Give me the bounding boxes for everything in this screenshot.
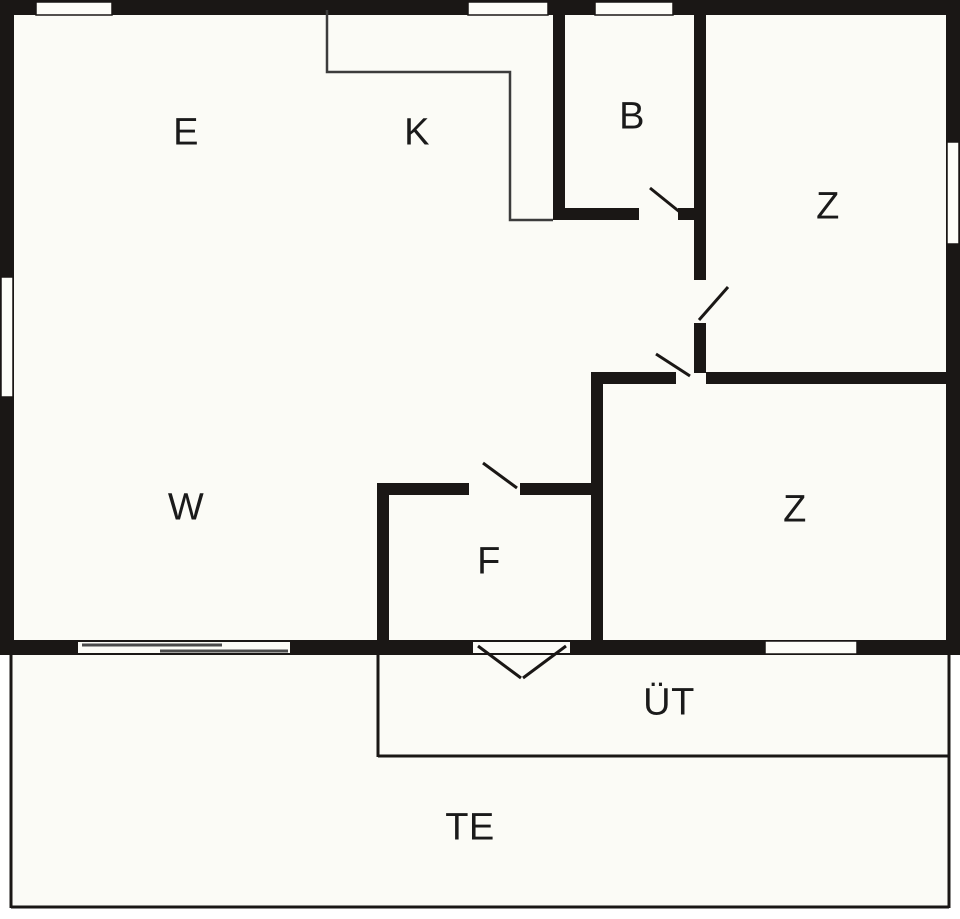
wall-zlower-left (591, 372, 603, 644)
windows (0, 1, 960, 655)
window-right (946, 141, 960, 245)
wall-right-exterior (946, 0, 960, 655)
door-swings (477, 186, 730, 680)
kitchen-counter-outline (325, 10, 553, 222)
room-label-UT: ÜT (643, 681, 695, 724)
room-label-Z-upper: Z (816, 185, 840, 228)
opening-b-room (639, 209, 678, 219)
floor-main-house (10, 10, 950, 645)
door-z-lower-leaf (655, 352, 691, 378)
door-f-bottom-right-leaf (522, 644, 567, 680)
opening-f-top (469, 484, 520, 494)
door-openings (78, 209, 706, 653)
wall-f-bottom-right-jamb (570, 641, 603, 654)
opening-z-lower (676, 373, 706, 383)
room-label-W: W (167, 486, 205, 529)
window-top-left (35, 1, 113, 16)
window-top-right (594, 1, 674, 16)
opening-f-bottom (473, 642, 570, 653)
wall-f-left (377, 483, 389, 645)
opening-sliding-door (78, 642, 290, 653)
window-bottom-z (764, 640, 858, 655)
terrace-outlines (9, 655, 951, 909)
wall-f-top-left (377, 483, 469, 495)
room-label-TE: TE (445, 806, 495, 849)
door-f-top-leaf (482, 461, 518, 490)
door-f-bottom-left-leaf (477, 644, 522, 680)
room-label-K: K (404, 111, 430, 154)
wall-z-upper-left-b (694, 323, 706, 379)
wall-f-bottom-left-jamb (377, 641, 473, 654)
interior-walls (377, 10, 950, 654)
room-label-Z-lower: Z (783, 488, 807, 531)
wall-b-bottom-left (553, 208, 639, 220)
door-b-room-leaf (649, 186, 682, 215)
wall-z-upper-left-a (694, 10, 706, 280)
door-z-upper-leaf (697, 286, 730, 321)
floor-terrace (10, 655, 950, 908)
window-left (0, 276, 14, 398)
wall-z-divider (706, 372, 950, 384)
sliding-door-terrace (82, 643, 288, 653)
wall-f-top-right (520, 483, 603, 495)
room-label-B: B (619, 95, 645, 138)
floor-fills (10, 10, 950, 908)
room-label-E: E (173, 111, 199, 154)
opening-z-upper (695, 280, 705, 323)
room-label-F: F (477, 540, 501, 583)
window-top-mid (467, 1, 549, 16)
wall-b-left (553, 10, 565, 220)
wall-zlower-top-left (591, 372, 676, 384)
counter-polyline (325, 10, 553, 222)
